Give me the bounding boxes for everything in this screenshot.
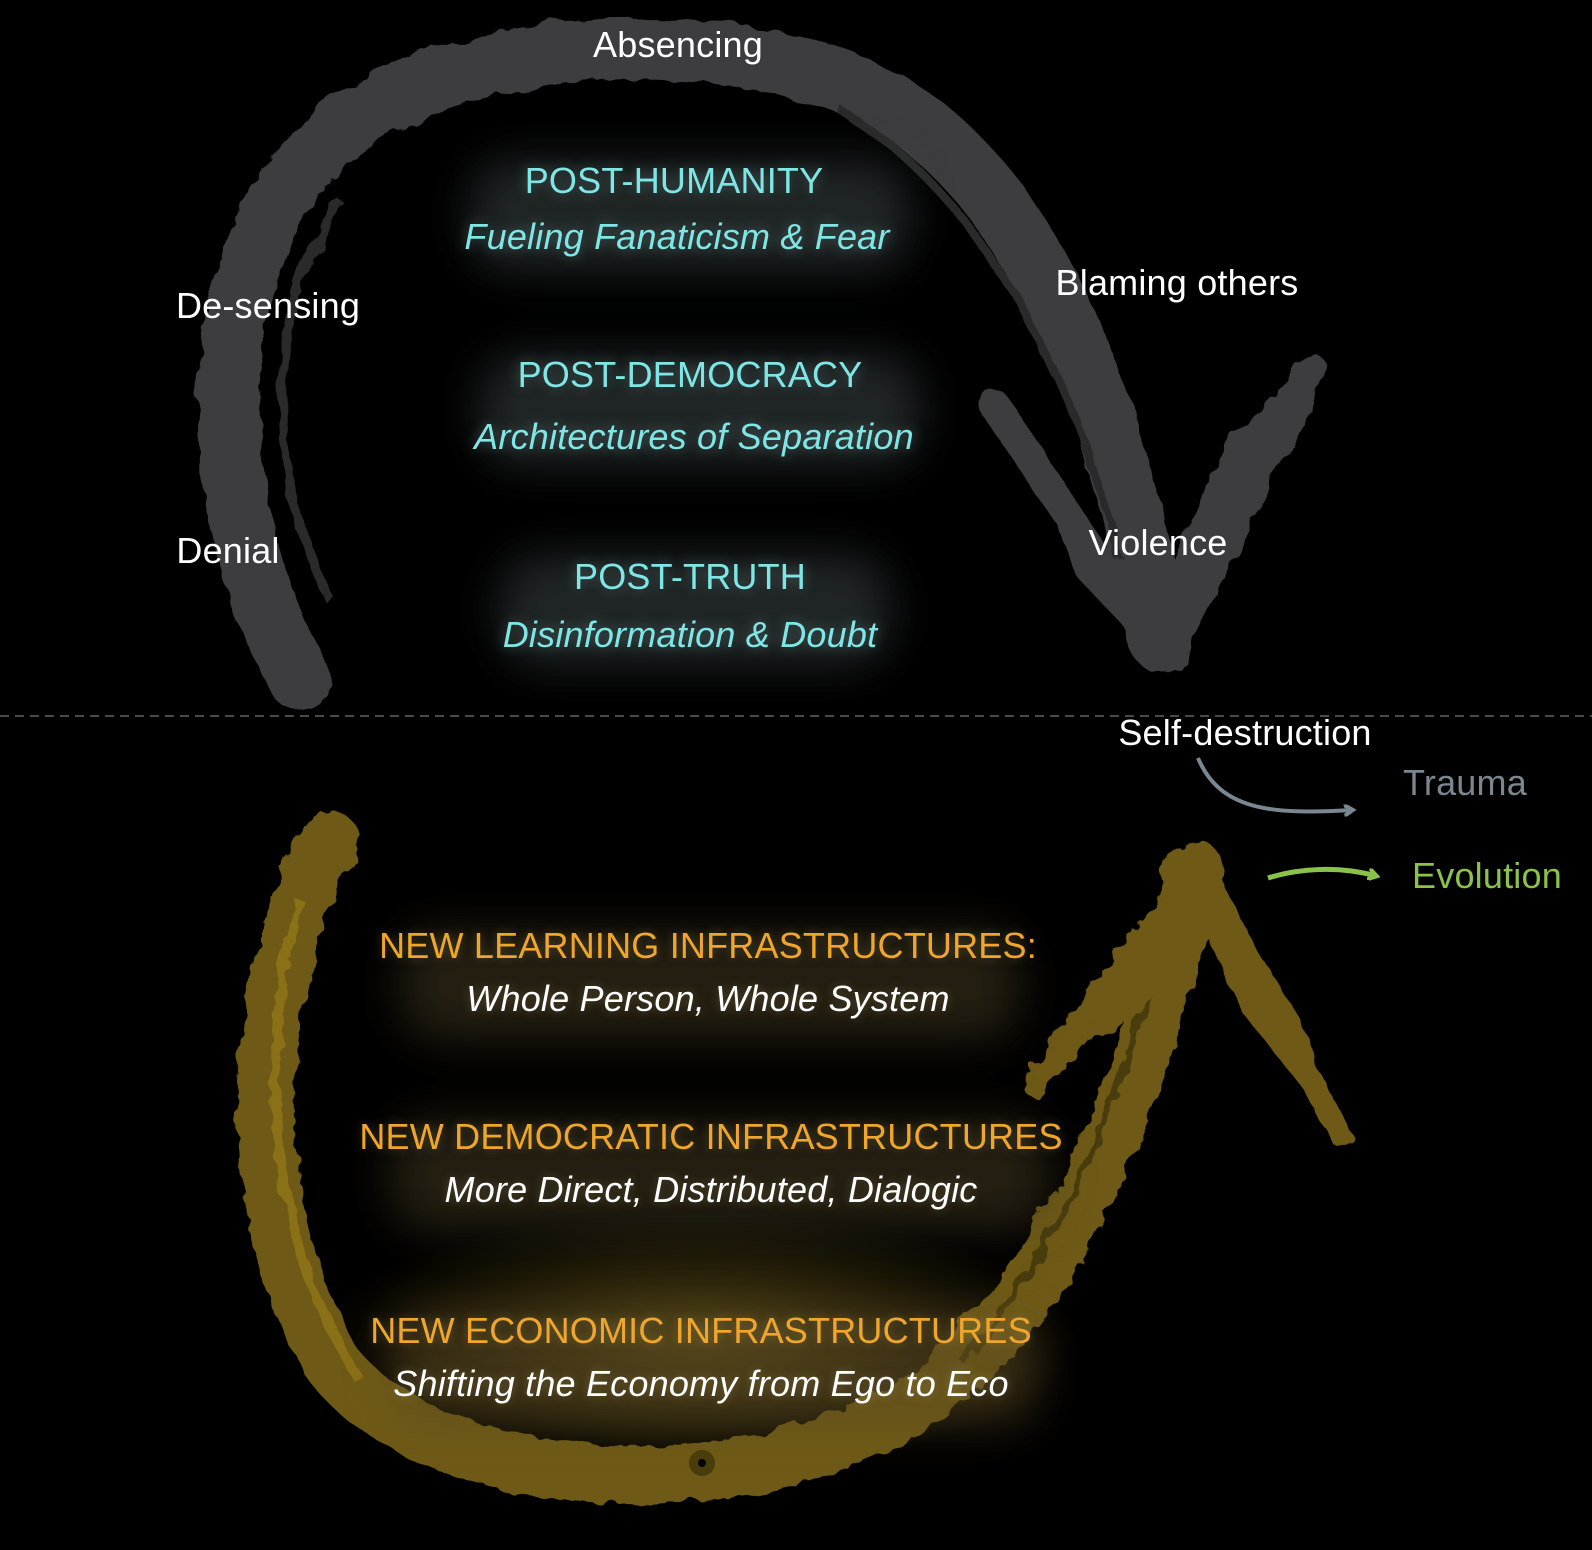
upper-block-glows: [470, 160, 920, 665]
upper-brush-arc: [197, 17, 1191, 711]
block-learning-title: NEW LEARNING INFRASTRUCTURES:: [379, 925, 1037, 966]
label-denial: Denial: [176, 530, 280, 571]
label-evolution: Evolution: [1412, 855, 1562, 896]
upper-arrowhead: [980, 353, 1327, 672]
block-post-humanity-title: POST-HUMANITY: [524, 160, 824, 201]
block-economic-subtitle: Shifting the Economy from Ego to Eco: [393, 1363, 1009, 1404]
block-post-humanity-subtitle: Fueling Fanaticism & Fear: [464, 216, 890, 257]
trauma-arrow: [1196, 757, 1352, 812]
block-democratic-title: NEW DEMOCRATIC INFRASTRUCTURES: [359, 1116, 1063, 1157]
lower-arrowhead: [1023, 849, 1351, 1146]
block-democratic-subtitle: More Direct, Distributed, Dialogic: [444, 1169, 978, 1210]
block-post-truth-subtitle: Disinformation & Doubt: [502, 614, 878, 655]
block-post-truth-title: POST-TRUTH: [574, 556, 806, 597]
label-trauma: Trauma: [1403, 762, 1527, 803]
block-learning-subtitle: Whole Person, Whole System: [466, 978, 950, 1019]
label-de-sensing: De-sensing: [175, 285, 361, 326]
label-self-destruction: Self-destruction: [1118, 712, 1372, 753]
block-post-democracy-subtitle: Architectures of Separation: [474, 416, 914, 457]
lower-block-glows: [390, 930, 1050, 1425]
label-blaming-others: Blaming others: [1055, 262, 1299, 303]
block-economic-title: NEW ECONOMIC INFRASTRUCTURES: [370, 1310, 1032, 1351]
label-absencing: Absencing: [593, 24, 763, 65]
evolution-arrow: [1267, 866, 1376, 878]
label-violence: Violence: [1088, 522, 1228, 563]
block-post-democracy-title: POST-DEMOCRACY: [517, 354, 863, 395]
origin-mark-icon: [689, 1450, 715, 1476]
